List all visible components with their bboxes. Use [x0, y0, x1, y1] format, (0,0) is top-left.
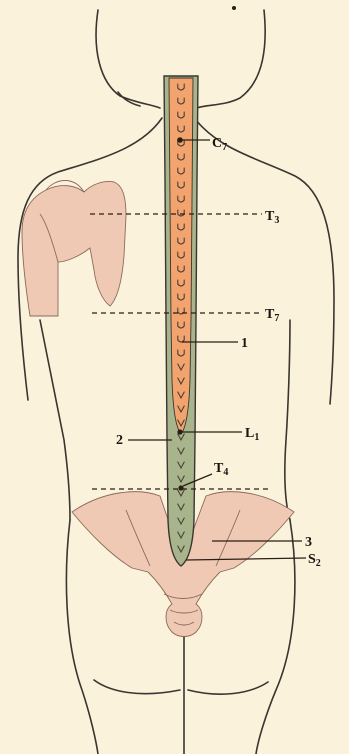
- right-torso-side: [285, 320, 290, 520]
- label-2: 2: [116, 433, 123, 448]
- label-t4: T4: [214, 461, 228, 478]
- label-c7: C7: [212, 136, 227, 153]
- spinal-cord: [169, 78, 193, 434]
- head-outline: [96, 10, 160, 108]
- t4-marker: [178, 485, 183, 490]
- head-outline-right: [196, 10, 265, 108]
- right-hip-outline: [256, 520, 295, 754]
- label-l1: L1: [245, 426, 259, 443]
- label-t7: T7: [265, 307, 279, 324]
- left-buttock-curve: [94, 680, 180, 694]
- right-shoulder-outline: [196, 120, 334, 404]
- label-1: 1: [241, 336, 248, 351]
- right-buttock-curve: [188, 682, 268, 694]
- left-hip-outline: [66, 520, 98, 754]
- label-3: 3: [305, 535, 312, 550]
- c7-marker: [177, 137, 183, 143]
- l1-marker: [177, 429, 182, 434]
- head-dot: [232, 6, 236, 10]
- left-scapula: [22, 181, 126, 317]
- label-s2: S2: [308, 552, 321, 569]
- label-t3: T3: [265, 209, 279, 226]
- left-torso-side: [40, 320, 70, 520]
